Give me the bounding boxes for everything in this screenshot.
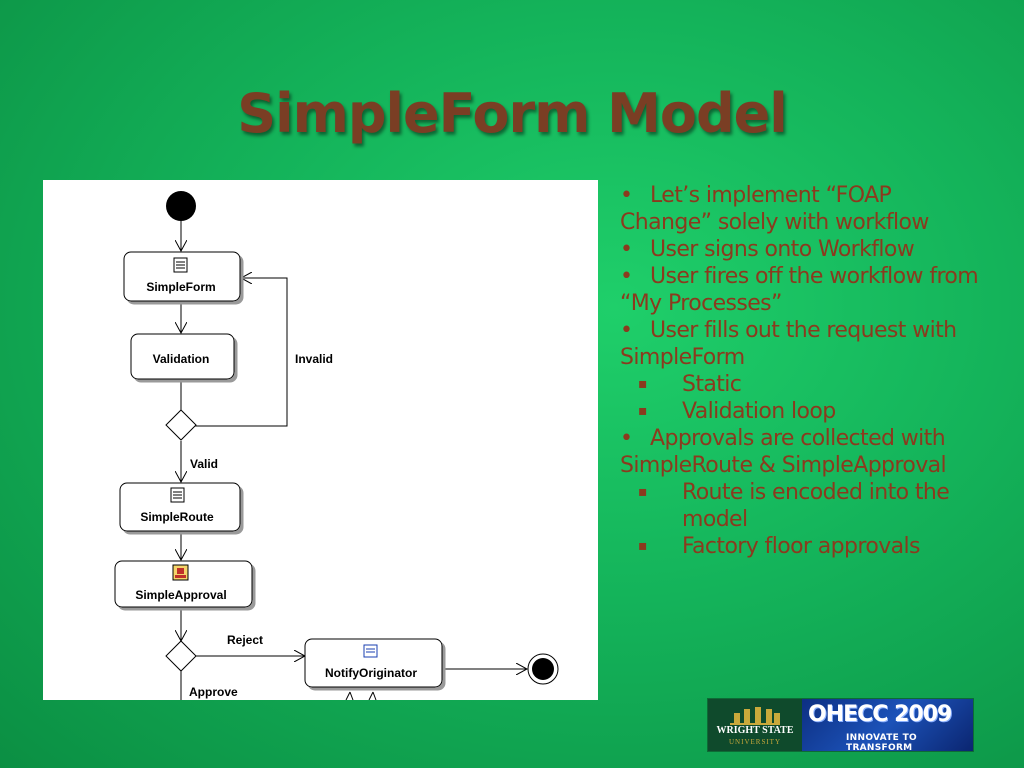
bullet-item: •User fills out the request with SimpleF…: [620, 318, 957, 370]
bullet-list: •Let’s implement “FOAP Change” solely wi…: [620, 182, 980, 560]
wright-state-logo: WRIGHT STATE UNIVERSITY: [708, 699, 802, 751]
bullet-item: •User signs onto Workflow: [620, 237, 915, 262]
edge-label-valid: Valid: [190, 457, 218, 471]
ohecc-logo: OHECC 2009 INNOVATE TO TRANSFORM: [802, 699, 973, 753]
edge-label-invalid: Invalid: [295, 352, 333, 366]
edge-notify-incoming-1: [345, 691, 351, 700]
wright-state-subtitle: UNIVERSITY: [729, 738, 781, 746]
node-simpleroute: SimpleRoute: [119, 482, 241, 532]
node-notifyoriginator: NotifyOriginator: [304, 638, 443, 688]
edge-notify-incoming-3: [368, 691, 374, 700]
form-icon: [170, 487, 185, 503]
sub-bullet-item: ▪Route is encoded into the model: [638, 480, 950, 532]
diagram-canvas: SimpleForm Validation Invalid Valid Simp…: [114, 191, 559, 700]
decision-valid-invalid: [165, 409, 197, 441]
wright-state-name: WRIGHT STATE: [716, 725, 794, 736]
edge-label-approve: Approve: [189, 685, 238, 699]
notify-icon: [363, 644, 378, 658]
node-simpleroute-label: SimpleRoute: [140, 510, 214, 524]
edge-notify-incoming-4: [372, 691, 377, 700]
form-icon: [173, 257, 188, 273]
node-validation-label: Validation: [153, 352, 210, 366]
node-simpleapproval-label: SimpleApproval: [135, 588, 226, 602]
edge-notify-incoming-2: [349, 691, 354, 700]
wright-state-emblem-icon: [730, 705, 780, 725]
node-validation: Validation: [130, 333, 235, 380]
node-simpleform: SimpleForm: [123, 251, 241, 302]
slide-title: SimpleForm Model: [237, 82, 788, 145]
sub-bullet-item: ▪Validation loop: [638, 399, 836, 424]
bullet-item: •Approvals are collected with SimpleRout…: [620, 426, 947, 478]
ohecc-tagline: INNOVATE TO TRANSFORM: [846, 733, 917, 753]
edge-label-reject: Reject: [227, 633, 263, 647]
node-simpleform-label: SimpleForm: [146, 280, 215, 294]
workflow-diagram: SimpleForm Validation Invalid Valid Simp…: [43, 180, 598, 700]
sub-bullet-item: ▪Factory floor approvals: [638, 534, 920, 559]
ohecc-title: OHECC 2009: [808, 702, 952, 727]
bullet-item: •User fires off the workflow from “My Pr…: [620, 264, 979, 316]
start-node: [166, 191, 196, 221]
node-simpleapproval: SimpleApproval: [114, 560, 253, 608]
node-notifyoriginator-label: NotifyOriginator: [325, 666, 417, 680]
bullet-item: •Let’s implement “FOAP Change” solely wi…: [620, 183, 929, 235]
conference-logo: WRIGHT STATE UNIVERSITY OHECC 2009 INNOV…: [708, 699, 973, 753]
edge-invalid-loop: [195, 278, 288, 427]
sub-bullet-item: ▪Static: [638, 372, 742, 397]
approval-stamp-icon: [172, 564, 189, 581]
decision-approve-reject: [165, 640, 197, 672]
end-node: [527, 653, 559, 685]
